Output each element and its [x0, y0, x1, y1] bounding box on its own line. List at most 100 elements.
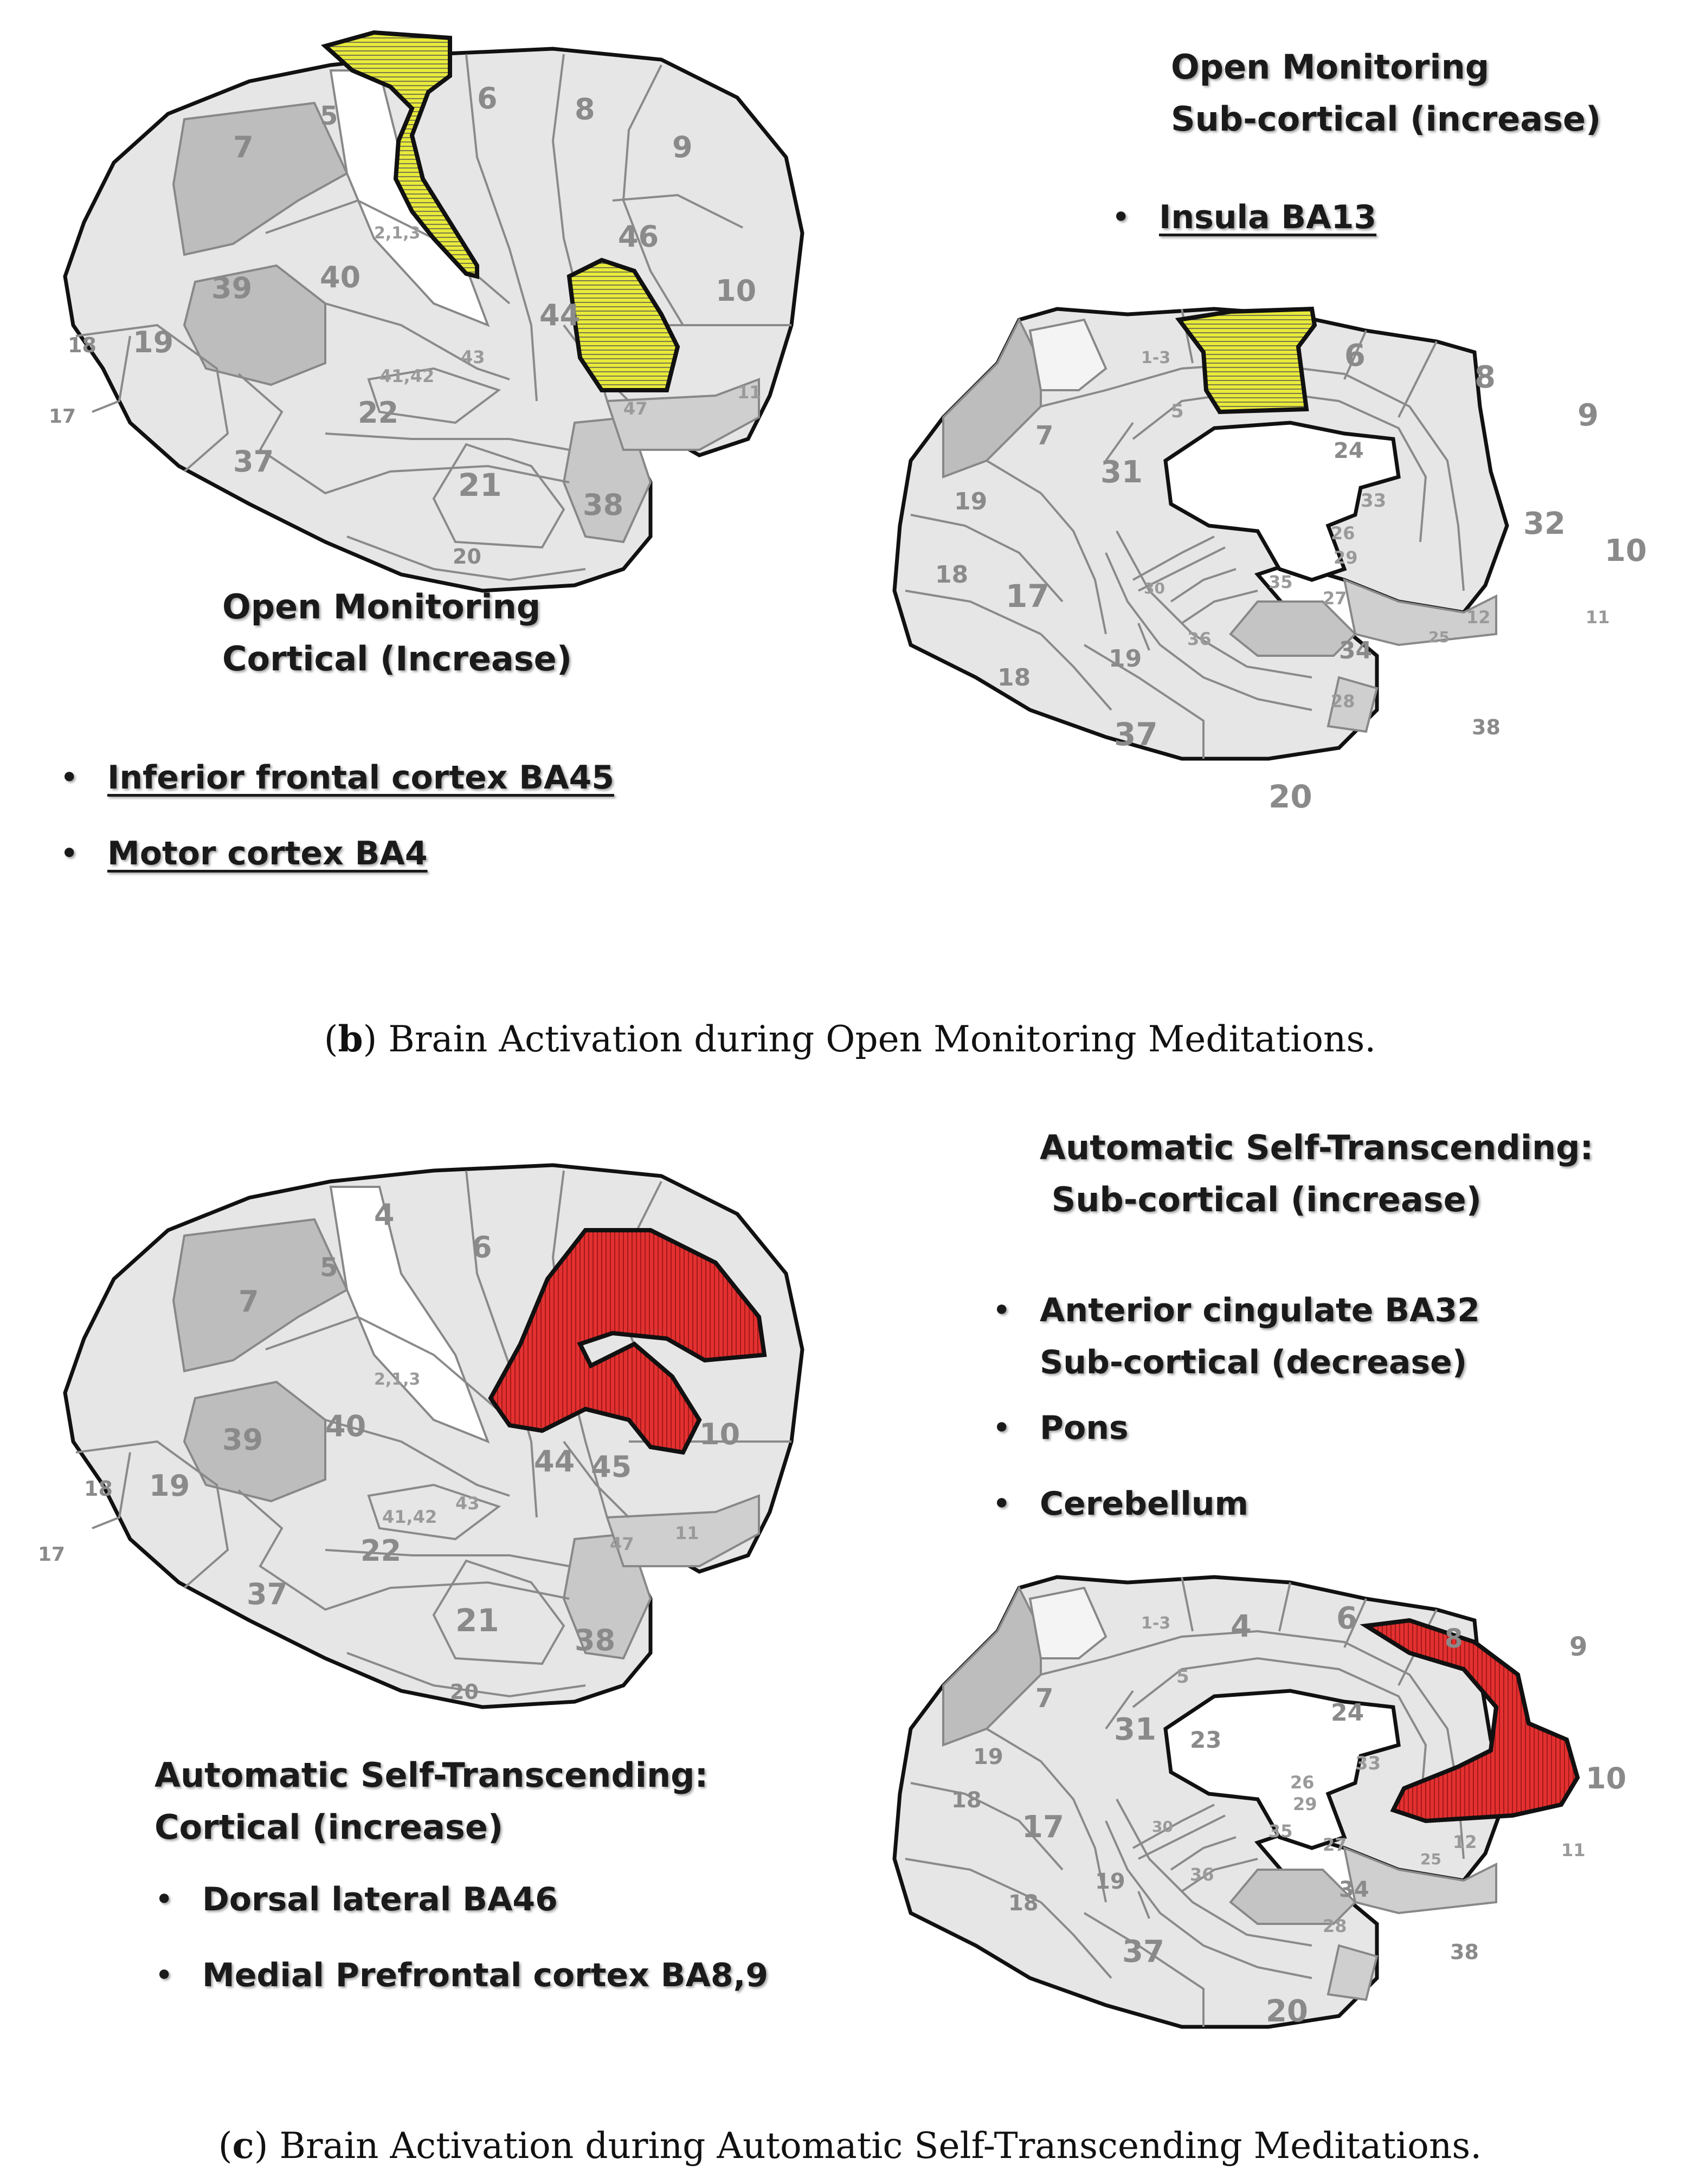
area-label: 21 [455, 1602, 499, 1639]
bullet-icon: • [154, 1956, 174, 1994]
area-label: 19 [149, 1469, 190, 1503]
area-label: 21 [458, 467, 502, 503]
bullet-icon: • [992, 1409, 1012, 1447]
list-item: •Motor cortex BA4 [60, 835, 614, 873]
area-label: 43 [455, 1493, 480, 1514]
list-item-text: Anterior cingulate BA32 [1040, 1291, 1480, 1329]
bullet-icon: • [60, 835, 79, 873]
area-label: 24 [1331, 1699, 1364, 1727]
bullet-icon: • [992, 1485, 1012, 1523]
area-label: 18 [997, 664, 1031, 692]
area-label: 38 [583, 488, 623, 522]
caption-letter: b [338, 1018, 363, 1060]
area-label: 18 [951, 1788, 982, 1813]
area-label: 44 [534, 1444, 575, 1478]
medial-area-labels-b: 1-3 6 8 9 5 7 31 24 33 32 19 26 29 10 18… [935, 338, 1647, 815]
area-label: 38 [1450, 1940, 1479, 1964]
area-label: 6 [477, 81, 498, 115]
area-label: 46 [618, 219, 659, 254]
area-label: 17 [1006, 578, 1049, 615]
panel-b: 5 7 6 8 9 2,1,3 40 39 46 10 44 18 19 41,… [49, 30, 1647, 815]
area-label: 9 [1577, 398, 1599, 433]
heading-line: Cortical (Increase) [222, 639, 572, 679]
area-label: 41,42 [379, 366, 434, 386]
area-label: 29 [1293, 1794, 1317, 1814]
area-label: 26 [1290, 1772, 1315, 1793]
area-label: 5 [320, 1252, 338, 1283]
medial-area-labels-c: 1-3 4 6 8 9 5 7 31 23 24 33 19 26 29 10 … [951, 1601, 1626, 2029]
area-label: 17 [38, 1543, 65, 1566]
area-label: 12 [1453, 1832, 1477, 1852]
area-label: 9 [1569, 1632, 1587, 1662]
caption-text: Brain Activation during Automatic Self-T… [279, 2125, 1482, 2167]
area-label: 24 [1334, 438, 1364, 463]
area-label: 33 [1355, 1753, 1381, 1774]
area-label: 32 [1523, 506, 1566, 541]
panel-b-cortical-heading: Open Monitoring Cortical (Increase) [222, 581, 572, 685]
caption-text: Brain Activation during Open Monitoring … [388, 1018, 1376, 1060]
list-item-subtext: Sub-cortical (decrease) [1040, 1343, 1467, 1381]
panel-c-caption: (c) Brain Activation during Automatic Se… [218, 2124, 1482, 2167]
area-label: 12 [1466, 607, 1491, 628]
list-item-text: Insula BA13 [1159, 198, 1377, 236]
area-label: 23 [1190, 1727, 1221, 1753]
area-label: 10 [1605, 533, 1647, 568]
area-label: 39 [222, 1423, 263, 1457]
area-label: 18 [84, 1477, 113, 1501]
area-label: 7 [239, 1284, 259, 1319]
bullet-icon: • [154, 1881, 174, 1918]
area-label: 1-3 [1141, 348, 1170, 367]
list-item: • Cerebellum [992, 1485, 1480, 1523]
area-label: 10 [716, 274, 756, 308]
heading-line: Cortical (increase) [154, 1807, 504, 1847]
medial-brain-map-c: 1-3 4 6 8 9 5 7 31 23 24 33 19 26 29 10 … [894, 1577, 1626, 2029]
area-label: 19 [1095, 1869, 1125, 1894]
list-item-text: Cerebellum [1040, 1485, 1249, 1523]
heading-line: Sub-cortical (increase) [1171, 99, 1601, 139]
list-item: •Inferior frontal cortex BA45 [60, 759, 614, 797]
area-label: 10 [699, 1417, 740, 1451]
lateral-area-labels-b: 5 7 6 8 9 2,1,3 40 39 46 10 44 18 19 41,… [49, 81, 762, 568]
list-item: •Insula BA13 [1111, 198, 1376, 236]
caption-letter: c [232, 2124, 254, 2167]
area-label: 37 [1114, 716, 1158, 753]
lateral-brain-map-c: 4 5 7 6 2,1,3 40 39 10 44 45 18 19 41,42… [38, 1165, 802, 1707]
area-label: 43 [461, 347, 485, 367]
area-label: 37 [247, 1577, 287, 1611]
list-item: •Pons [992, 1409, 1480, 1447]
area-label: 19 [133, 325, 173, 359]
area-label: 7 [233, 130, 254, 164]
heading-line: Automatic Self-Transcending: [154, 1755, 709, 1795]
area-label: 25 [1428, 628, 1450, 646]
area-label: 26 [1331, 523, 1355, 544]
area-label: 4 [1231, 1609, 1252, 1644]
panel-c-cortical-list: •Dorsal lateral BA46 •Medial Prefrontal … [154, 1881, 768, 1994]
heading-line: Open Monitoring [1171, 47, 1490, 87]
panel-c-subcortical-heading: Automatic Self-Transcending: Sub-cortica… [1040, 1122, 1593, 1226]
area-label: 8 [1445, 1624, 1463, 1654]
area-label: 47 [623, 398, 648, 419]
area-label: 1-3 [1141, 1614, 1170, 1633]
area-label: 18 [935, 561, 968, 589]
area-label: 35 [1268, 572, 1293, 592]
area-label: 45 [591, 1450, 632, 1484]
area-label: 37 [1122, 1934, 1164, 1969]
lateral-brain-map-b: 5 7 6 8 9 2,1,3 40 39 46 10 44 18 19 41,… [49, 30, 802, 591]
area-label: 11 [1586, 607, 1610, 628]
area-label: 19 [1109, 645, 1142, 673]
area-label: 2,1,3 [374, 224, 420, 243]
area-label: 20 [453, 545, 481, 568]
area-label: 25 [1420, 1850, 1441, 1868]
area-label: 27 [1323, 588, 1347, 609]
area-label: 37 [233, 444, 274, 479]
area-label: 17 [49, 405, 76, 428]
panel-b-cortical-list: •Inferior frontal cortex BA45 •Motor cor… [60, 759, 614, 873]
area-label: 36 [1187, 629, 1212, 649]
panel-b-caption: (b) Brain Activation during Open Monitor… [324, 1018, 1376, 1060]
area-label: 8 [575, 92, 595, 126]
area-label: 36 [1190, 1864, 1214, 1885]
area-label: 11 [675, 1523, 699, 1543]
highlight-inferior-frontal-ba45 [566, 257, 680, 392]
highlight-dorsolateral-ba46-ba8-9 [488, 1228, 767, 1455]
